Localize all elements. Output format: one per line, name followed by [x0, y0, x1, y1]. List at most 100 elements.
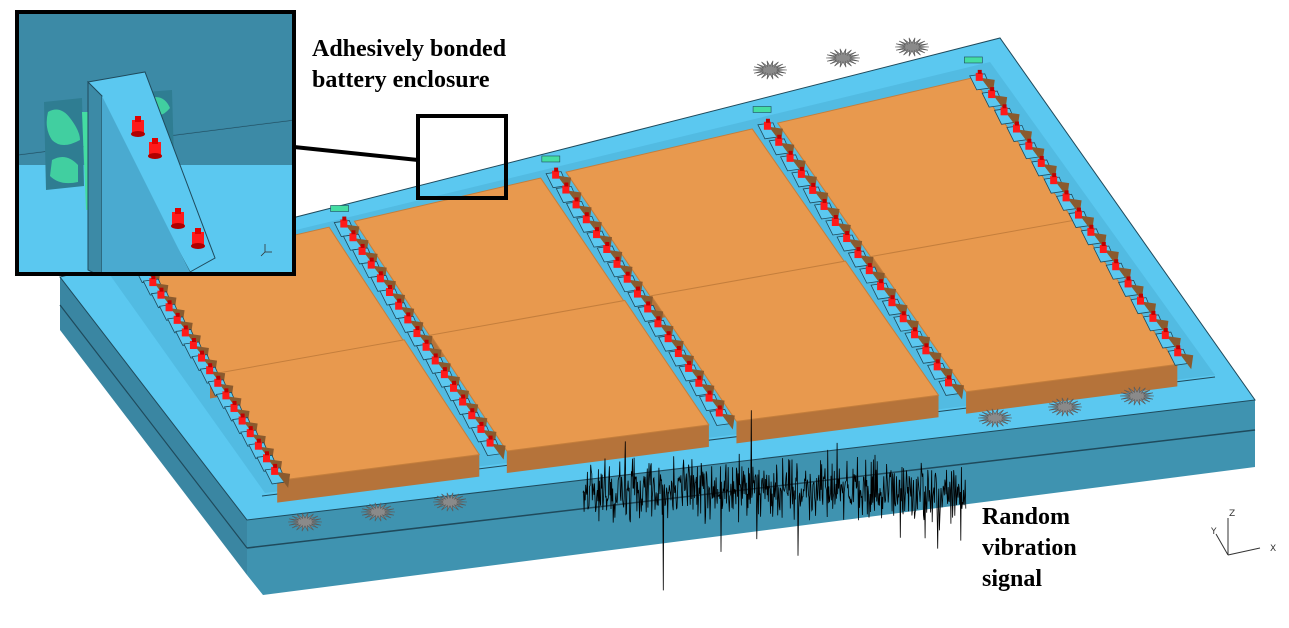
bolt-head [777, 134, 782, 139]
bracket-web [1179, 353, 1194, 370]
inset-bolt [148, 138, 162, 159]
bolt [189, 341, 197, 350]
mount-points [287, 37, 1155, 532]
bolt [715, 408, 723, 417]
bolt [623, 274, 631, 283]
enclosure-annotation-line-1: Adhesively bonded [312, 36, 507, 62]
bolt-head [248, 426, 253, 431]
bolt-head [1139, 293, 1144, 298]
bolt-head [765, 118, 770, 123]
bolt [911, 330, 919, 339]
bolt-head [1151, 310, 1156, 315]
bolt [358, 246, 366, 255]
bolt [933, 362, 941, 371]
bolt [214, 378, 222, 387]
bolt-head [1114, 259, 1119, 264]
bolt [664, 334, 672, 343]
bolt-head [406, 312, 411, 317]
bolt [477, 424, 485, 433]
bolt [1124, 279, 1132, 288]
inset-bolt [171, 208, 185, 229]
bolt [173, 315, 181, 324]
bolt-head [175, 312, 180, 317]
bolt-head [656, 316, 661, 321]
bolt [404, 315, 412, 324]
bolt [877, 282, 885, 291]
bolt-head [183, 325, 188, 330]
bolt-head [433, 353, 438, 358]
bolt [705, 393, 713, 402]
bolt [149, 278, 157, 287]
bolt [1000, 107, 1008, 116]
bolt-head [676, 346, 681, 351]
bolt [181, 328, 189, 337]
enclosure-annotation: Adhesively bonded battery enclosure [312, 34, 506, 96]
bolt [988, 90, 996, 99]
bolt-head [687, 360, 692, 365]
bolt-head [378, 271, 383, 276]
bolt [572, 200, 580, 209]
bolt-head [1039, 155, 1044, 160]
mount-point-icon [287, 512, 323, 532]
bolt-head [470, 408, 475, 413]
bolt [386, 288, 394, 297]
bolt-head [615, 256, 620, 261]
bolt-head [415, 326, 420, 331]
bolt [198, 353, 206, 362]
bolt-head [232, 400, 237, 405]
bolt-head [388, 285, 393, 290]
bolt-head [256, 438, 261, 443]
bolt [271, 466, 279, 475]
adhesive-joint [541, 155, 561, 163]
bolt-head [788, 150, 793, 155]
bolt [376, 274, 384, 283]
bolt-head [351, 230, 356, 235]
bolt [1112, 262, 1120, 271]
bolt-head [1076, 207, 1081, 212]
bolt-head [1002, 104, 1007, 109]
bolt-head [799, 166, 804, 171]
inset-border [15, 10, 296, 276]
battery-module-top [650, 260, 940, 422]
bolt [340, 219, 348, 228]
bolt [1074, 210, 1082, 219]
bolt-head [360, 243, 365, 248]
bolt-head [1163, 328, 1168, 333]
adhesive-joint [330, 205, 349, 212]
bolt-head [342, 216, 347, 221]
bolt [603, 244, 611, 253]
bolt [613, 259, 621, 268]
bolt-head [822, 198, 827, 203]
bolt [797, 169, 805, 178]
vibration-signal-trace [582, 410, 967, 591]
callout-highlight-box [416, 114, 508, 200]
bolt-head [273, 463, 278, 468]
bolt-head [479, 421, 484, 426]
bolt-head [595, 227, 600, 232]
bolt-head [811, 182, 816, 187]
bolt-head [1101, 242, 1106, 247]
bolt-head [574, 197, 579, 202]
bolt [1087, 227, 1095, 236]
bolt-head [216, 375, 221, 380]
bolt [633, 289, 641, 298]
bolt [775, 137, 783, 146]
bolt [254, 441, 262, 450]
bolt-head [666, 331, 671, 336]
bolt [854, 250, 862, 259]
bolt-head [240, 413, 245, 418]
bolt [820, 201, 828, 210]
bolt [1062, 193, 1070, 202]
bolt [165, 303, 173, 312]
bolt [865, 266, 873, 275]
bolt [562, 185, 570, 194]
detail-inset [15, 10, 296, 276]
bolt-head [707, 390, 712, 395]
vibration-annotation-line-2: vibration [982, 535, 1077, 561]
random-vibration-signal [582, 410, 967, 591]
inset-bolt [191, 228, 205, 249]
bolt [1149, 313, 1157, 322]
bolt-head [488, 435, 493, 440]
bracket-web [720, 413, 735, 430]
battery-module-side [277, 454, 480, 503]
